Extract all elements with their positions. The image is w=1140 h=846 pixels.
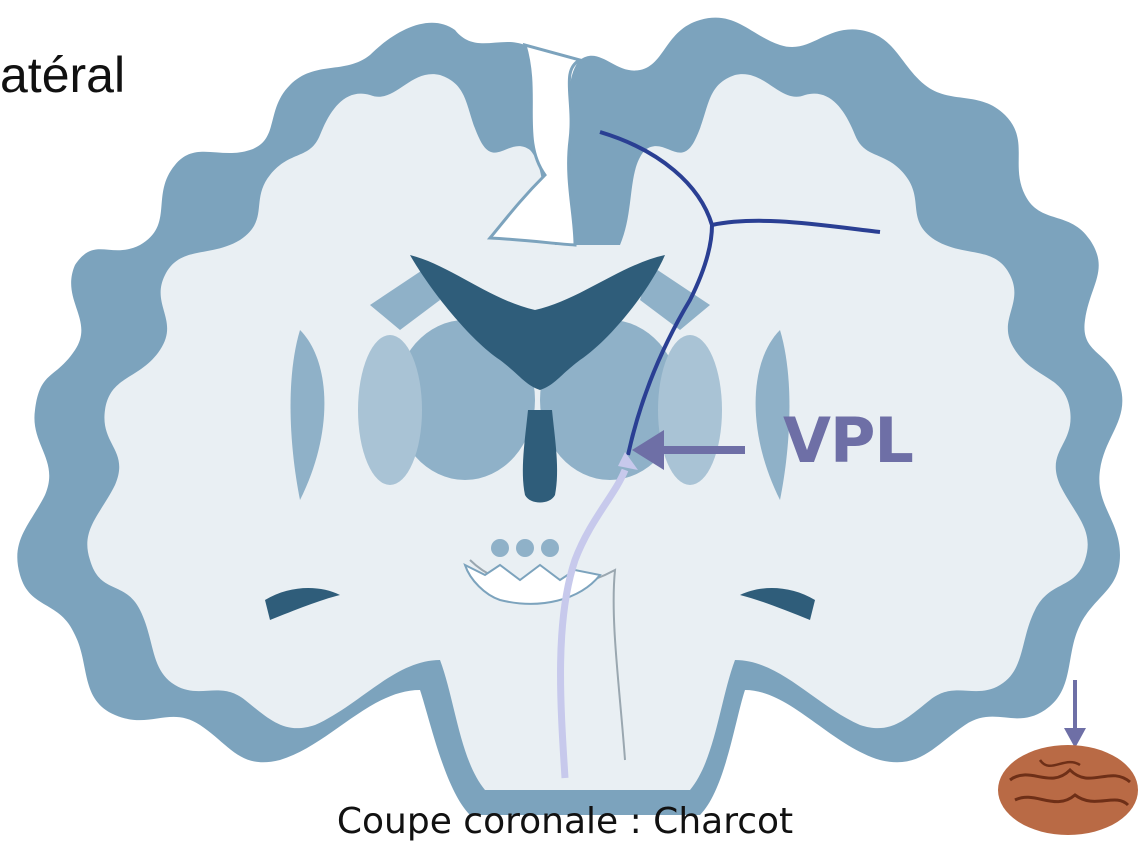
mammillary-3 (541, 539, 559, 557)
mammillary-2 (516, 539, 534, 557)
vpl-label: VPL (783, 410, 913, 472)
third-ventricle (523, 410, 557, 503)
brain-thumbnail-icon (998, 745, 1138, 835)
left-putamen (358, 335, 422, 485)
slide-title: atéral (0, 50, 125, 100)
figure-caption: Coupe coronale : Charcot (285, 804, 845, 840)
right-putamen (658, 335, 722, 485)
down-arrow-icon (1064, 680, 1086, 748)
mammillary-1 (491, 539, 509, 557)
